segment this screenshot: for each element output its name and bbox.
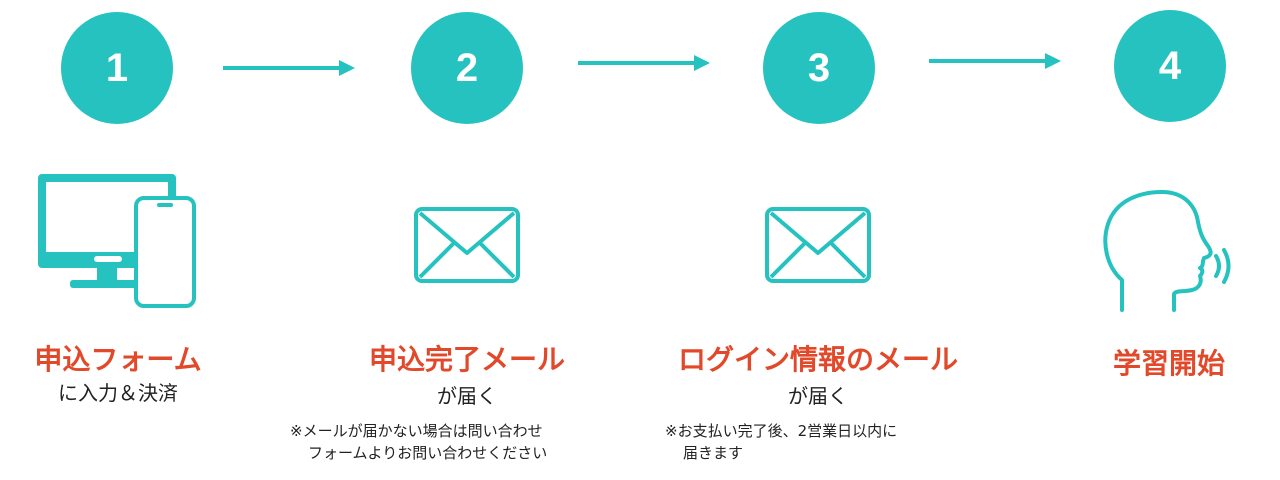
step-1-title: 申込フォーム xyxy=(34,343,202,376)
step-1-number: 1 xyxy=(61,12,173,124)
step-1-subtitle: に入力＆決済 xyxy=(58,381,178,405)
step-2-note-line1: ※メールが届かない場合は問い合わせ xyxy=(290,422,543,440)
mail-icon xyxy=(765,207,871,283)
step-3-title: ログイン情報のメール xyxy=(677,343,958,376)
step-2-note: ※メールが届かない場合は問い合わせ フォームよりお問い合わせください xyxy=(290,420,547,464)
mail-icon xyxy=(414,207,520,283)
step-4-number: 4 xyxy=(1114,10,1226,122)
step-2-title: 申込完了メール xyxy=(368,343,565,376)
step-3-note-line2: 届きます xyxy=(683,444,744,462)
step-3-note-line1: ※お支払い完了後、2営業日以内に xyxy=(665,422,898,440)
step-3-subtitle: が届く xyxy=(788,384,848,408)
step-4-title: 学習開始 xyxy=(1112,347,1225,380)
speaking-head-icon xyxy=(1103,190,1231,312)
step-2-note-line2: フォームよりお問い合わせください xyxy=(308,444,548,462)
arrow-right-icon xyxy=(223,60,355,76)
arrow-right-icon xyxy=(929,53,1061,69)
step-3-number: 3 xyxy=(763,12,875,124)
step-2-subtitle: が届く xyxy=(437,384,497,408)
computer-phone-icon xyxy=(38,174,196,308)
step-3-note: ※お支払い完了後、2営業日以内に 届きます xyxy=(665,420,897,464)
step-2-number: 2 xyxy=(411,12,523,124)
arrow-right-icon xyxy=(578,55,710,71)
